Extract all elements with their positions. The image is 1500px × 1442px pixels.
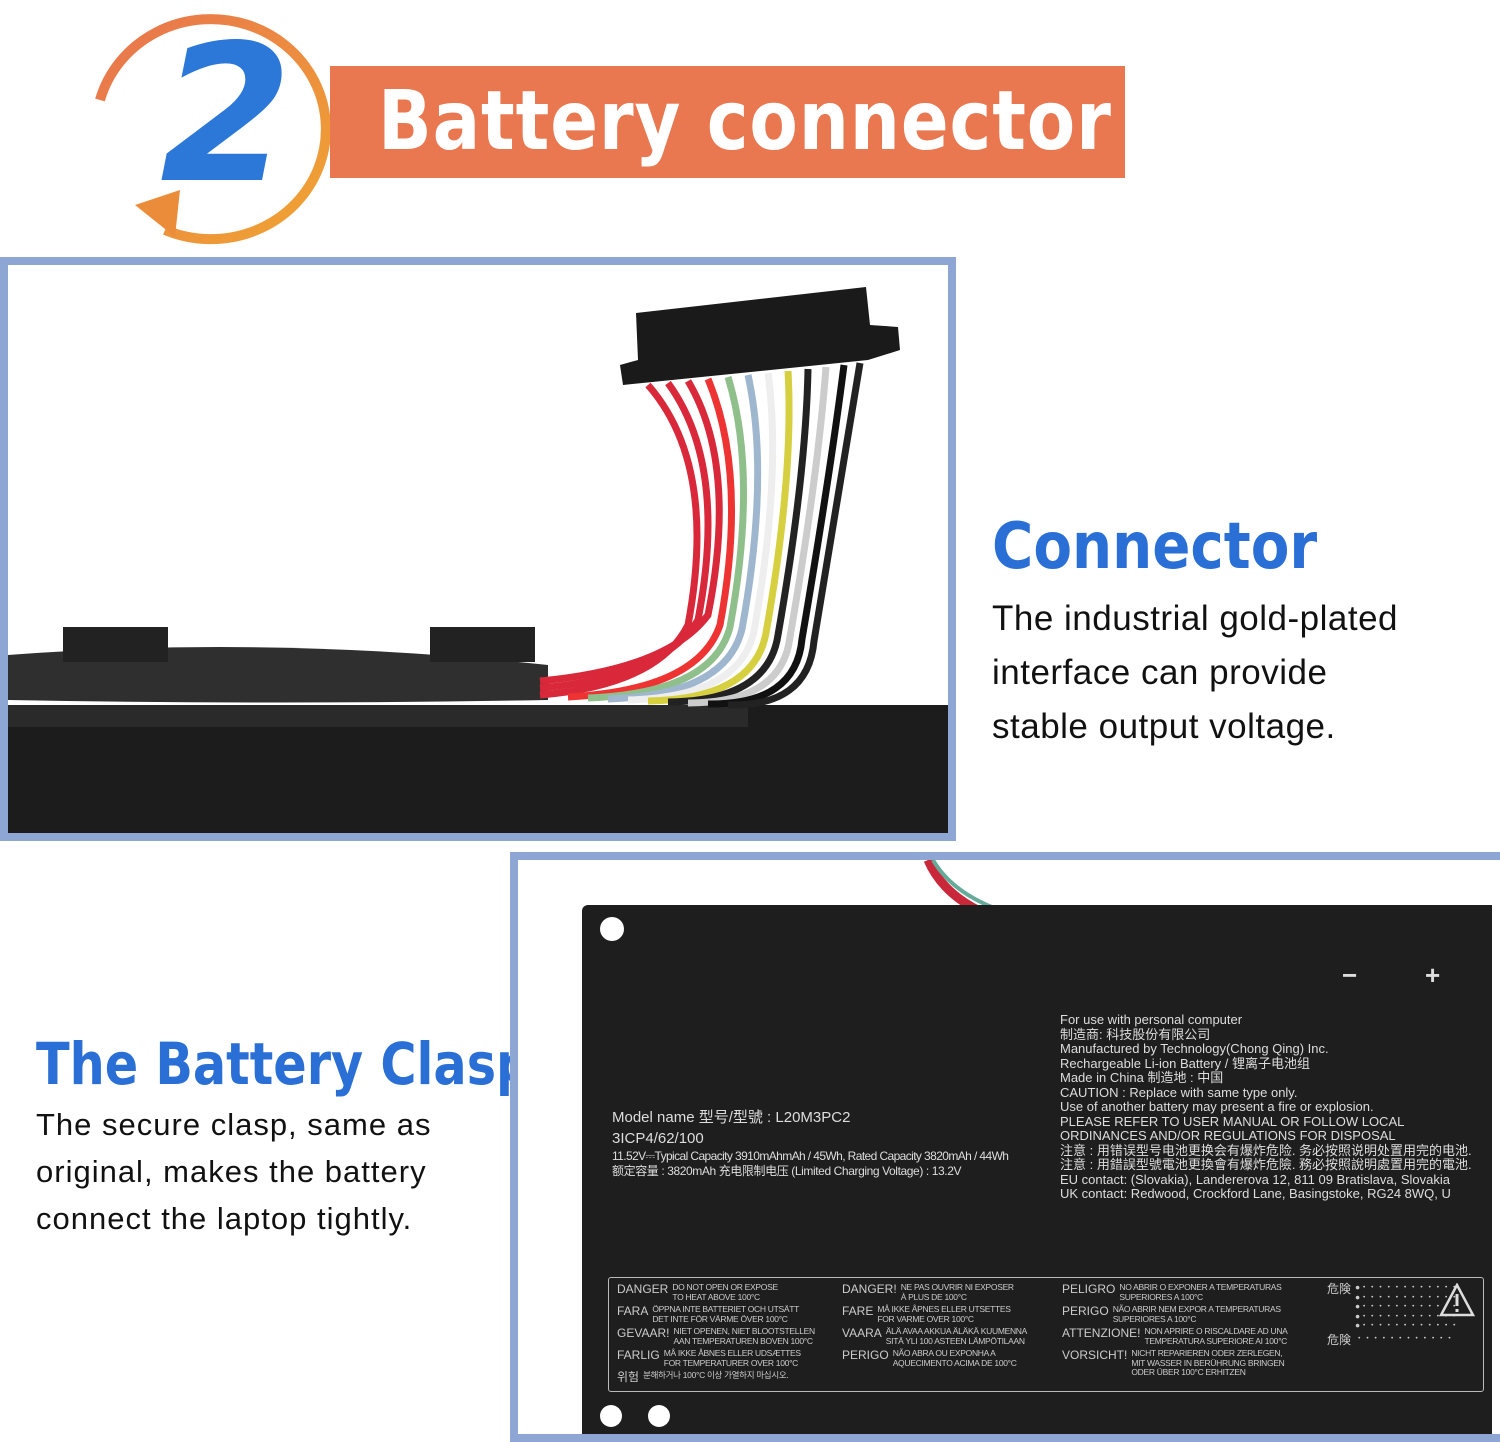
warning-text: ●・・・・・・・・・・・・ ●・・・・・・・・・・・・ ●・・・・・・・・・・・… <box>1355 1282 1459 1330</box>
label-line: 注意 : 用错误型号电池更换会有爆炸危险. 务必按照说明处置用完的电池. <box>1060 1142 1472 1158</box>
positive-terminal-icon: + <box>1425 960 1441 990</box>
battery-connector-image <box>8 287 948 833</box>
warning-label: PERIGO <box>1062 1304 1109 1318</box>
warning-label: PERIGO <box>842 1348 889 1362</box>
label-line: Made in China 制造地 : 中国 <box>1060 1070 1224 1085</box>
warning-text: ÄLÄ AVAA AKKUA ÄLÄKÄ KUUMENNA SITÄ YLI 1… <box>885 1326 1028 1346</box>
clasp-description: The secure clasp, same as original, make… <box>36 1101 431 1242</box>
charging-voltage: 额定容量 : 3820mAh 充电限制电压 (Limited Charging … <box>612 1164 962 1178</box>
warning-item: VORSICHT!NICHT REPARIEREN ODER ZERLEGEN,… <box>1062 1348 1317 1378</box>
step-badge <box>95 5 335 245</box>
warning-label: VORSICHT! <box>1062 1348 1128 1362</box>
warning-label: FARA <box>617 1304 649 1318</box>
warning-text: NON APRIRE O RISCALDARE AD UNA TEMPERATU… <box>1144 1326 1288 1346</box>
warning-label: 危険 <box>1327 1332 1352 1347</box>
warning-item: 危険●・・・・・・・・・・・・ ●・・・・・・・・・・・・ ●・・・・・・・・・… <box>1327 1282 1459 1331</box>
warning-item: ATTENZIONE!NON APRIRE O RISCALDARE AD UN… <box>1062 1326 1317 1346</box>
warning-text: ・・・・・・・・・・・・ <box>1355 1332 1454 1343</box>
warning-label: VAARA <box>842 1326 882 1340</box>
warning-label: FARE <box>842 1304 874 1318</box>
connector-photo <box>0 257 956 841</box>
warning-label: GEVAAR! <box>617 1326 670 1340</box>
model-name: Model name 型号/型號 : L20M3PC2 <box>612 1109 851 1126</box>
warning-triangle-icon <box>1439 1283 1475 1317</box>
warning-item: GEVAAR!NIET OPENEN, NIET BLOOTSTELLEN AA… <box>617 1326 832 1346</box>
label-line: CAUTION : Replace with same type only. <box>1060 1084 1298 1100</box>
clasp-line: The secure clasp, same as <box>36 1107 432 1142</box>
mounting-hole <box>648 1405 670 1427</box>
label-line: UK contact: Redwood, Crockford Lane, Bas… <box>1060 1186 1451 1201</box>
clasp-heading: The Battery Clasp <box>36 1030 532 1098</box>
warning-label: ATTENZIONE! <box>1062 1326 1141 1340</box>
warning-item: 危険・・・・・・・・・・・・ <box>1327 1332 1454 1347</box>
label-line: ORDINANCES AND/OR REGULATIONS FOR DISPOS… <box>1060 1128 1396 1143</box>
manufacturer-info: For use with personal computer 制造商: 科技股份… <box>1060 1012 1486 1202</box>
negative-terminal-icon: − <box>1342 960 1358 990</box>
warning-label: DANGER <box>617 1282 669 1296</box>
warning-column: DANGER!NE PAS OUVRIR NI EXPOSER À PLUS D… <box>842 1282 1052 1386</box>
clasp-line: original, makes the battery <box>36 1154 427 1189</box>
warning-label: 위험 <box>617 1370 640 1384</box>
connector-line: interface can provide <box>992 653 1328 692</box>
connector-line: stable output voltage. <box>992 707 1336 746</box>
cell-config: 3ICP4/62/100 <box>612 1130 704 1147</box>
warning-text: NÃO ABRA OU EXPONHA A AQUECIMENTO ACIMA … <box>892 1348 1017 1368</box>
warning-text: NIET OPENEN, NIET BLOOTSTELLEN AAN TEMPE… <box>673 1326 815 1346</box>
label-line: PLEASE REFER TO USER MANUAL OR FOLLOW LO… <box>1060 1113 1405 1129</box>
mounting-hole <box>600 917 624 941</box>
warning-text: NO ABRIR O EXPONER A TEMPERATURAS SUPERI… <box>1119 1282 1282 1302</box>
warning-column: 危険●・・・・・・・・・・・・ ●・・・・・・・・・・・・ ●・・・・・・・・・… <box>1327 1282 1459 1386</box>
warning-label: PELIGRO <box>1062 1282 1116 1296</box>
warning-text: MÅ IKKE ÅBNES ELLER UDSÆTTES FOR TEMPERA… <box>663 1348 801 1368</box>
label-line: For use with personal computer <box>1060 1012 1243 1027</box>
warning-text: NE PAS OUVRIR NI EXPOSER À PLUS DE 100°C <box>900 1282 1014 1302</box>
warning-label: FARLIG <box>617 1348 660 1362</box>
warning-text: DO NOT OPEN OR EXPOSE TO HEAT ABOVE 100°… <box>672 1282 778 1302</box>
mounting-hole <box>600 1405 622 1427</box>
connector-description: The industrial gold-plated interface can… <box>992 592 1398 754</box>
circular-arrow-icon <box>95 14 331 245</box>
connector-heading: Connector <box>992 510 1318 584</box>
capacity: 11.52V⎓Typical Capacity 3910mAhmAh / 45W… <box>612 1149 1009 1163</box>
label-line: Use of another battery may present a fir… <box>1060 1099 1374 1114</box>
clasp-line: connect the laptop tightly. <box>36 1201 413 1236</box>
warning-text: 분해하거나 100°C 이상 가열하지 마십시오. <box>643 1370 789 1380</box>
warning-item: DANGER!NE PAS OUVRIR NI EXPOSER À PLUS D… <box>842 1282 1052 1302</box>
label-line: 制造商: 科技股份有限公司 <box>1060 1026 1211 1042</box>
title-banner: Battery connector <box>330 66 1125 178</box>
connector-line: The industrial gold-plated <box>992 599 1399 638</box>
page-title: Battery connector <box>378 74 1112 169</box>
label-line: Rechargeable Li-ion Battery / 锂离子电池组 <box>1060 1055 1310 1071</box>
label-line: 注意 : 用錯誤型號電池更換會有爆炸危險. 務必按照說明處置用完的電池. <box>1060 1157 1472 1172</box>
label-line: EU contact: (Slovakia), Landererova 12, … <box>1060 1171 1450 1187</box>
warning-text: MÅ IKKE ÅPNES ELLER UTSETTES FOR VARME O… <box>877 1304 1011 1324</box>
battery-photo: − + Model name 型号/型號 : L20M3PC2 3ICP4/62… <box>510 852 1500 1442</box>
step-number: 2 <box>160 4 293 225</box>
warning-label: DANGER! <box>842 1282 897 1296</box>
warning-text: NICHT REPARIEREN ODER ZERLEGEN, MIT WASS… <box>1131 1348 1285 1377</box>
battery-label: − + Model name 型号/型號 : L20M3PC2 3ICP4/62… <box>582 905 1492 1434</box>
warning-text: ÖPPNA INTE BATTERIET OCH UTSÄTT DET INTE… <box>652 1304 800 1324</box>
warning-text: NÃO ABRIR NEM EXPOR A TEMPERATURAS SUPER… <box>1112 1304 1281 1324</box>
warning-label: 危険 <box>1327 1282 1352 1296</box>
model-info: Model name 型号/型號 : L20M3PC2 3ICP4/62/100… <box>612 1107 1042 1179</box>
label-line: Manufactured by Technology(Chong Qing) I… <box>1060 1041 1329 1056</box>
